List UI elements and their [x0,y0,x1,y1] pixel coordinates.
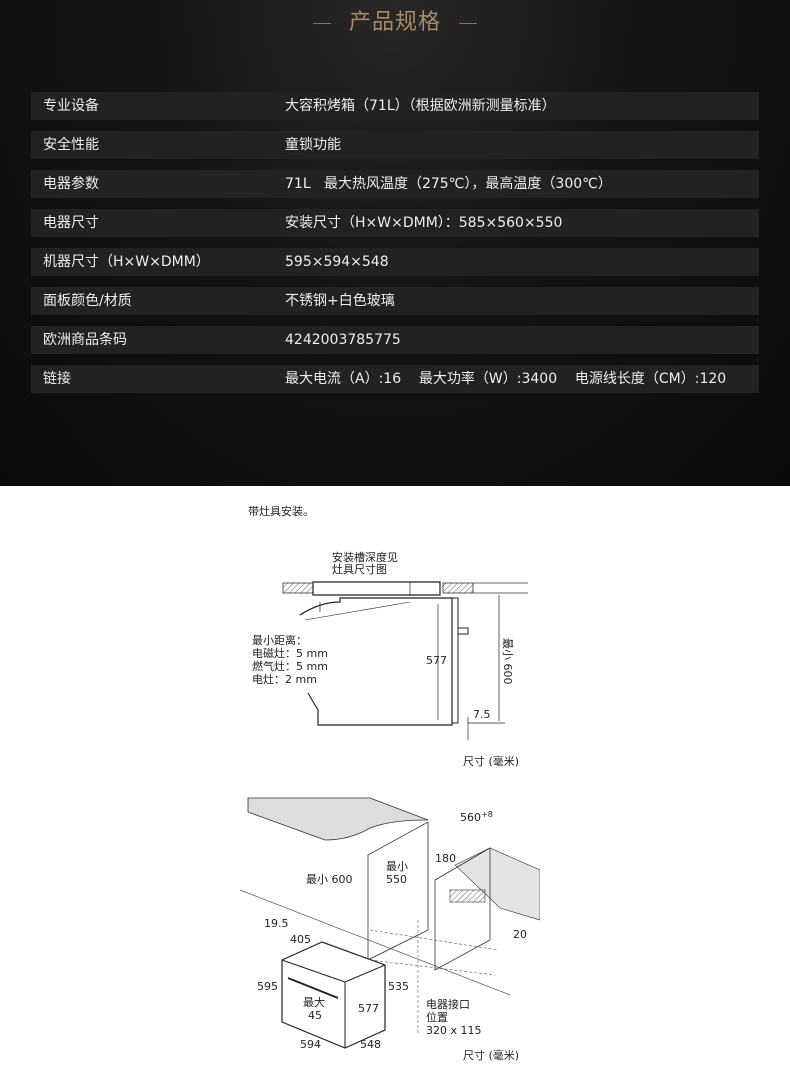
max-label: 最大 [303,995,325,1009]
dim-594: 594 [300,1038,321,1051]
spec-label: 电器尺寸 [43,215,99,231]
spec-row: 面板颜色/材质 不锈钢+白色玻璃 [31,287,759,315]
spec-section: 产品规格 专业设备大容积烤箱（71L）（根据欧洲新测量标准） 安全性能童锁功能 … [0,0,790,486]
section-title: 产品规格 [0,4,790,36]
spec-value: 最大电流（A）:16 最大功率（W）:3400 电源线长度（CM）:120 [285,371,727,387]
min-label: 最小 [386,860,408,873]
min-distance-title: 最小距离： [252,633,307,647]
groove-note: 灶具尺寸图 [332,562,387,576]
spec-row: 电器尺寸 安装尺寸（H×W×DMM）：585×560×550 [31,209,759,237]
dim-550: 550 [386,873,407,886]
spec-value: 595×594×548 [285,254,389,270]
connection-size: 320 x 115 [426,1024,482,1037]
dim-20: 20 [513,928,527,941]
spec-value: 大容积烤箱（71L）（根据欧洲新测量标准） [285,98,556,114]
connection-label: 电器接口 [426,998,470,1011]
spec-row: 电器参数 71L 最大热风温度（275℃），最高温度（300℃） [31,170,759,198]
dim-min-600: 最小 600 [306,873,353,886]
groove-note: 安装槽深度见 [332,550,398,564]
dim-595: 595 [257,980,278,993]
dim-548: 548 [360,1038,381,1051]
spec-row: 专业设备 大容积烤箱（71L）（根据欧洲新测量标准） [31,92,759,120]
dim-405: 405 [290,933,311,946]
dim-535: 535 [388,980,409,993]
hob-install-diagram: 安装槽深度见 灶具尺寸图 最小距离： 电磁灶：5 mm 燃气灶：5 mm 电灶：… [252,550,528,768]
spec-value: 童锁功能 [285,137,341,153]
dim-180: 180 [435,852,456,865]
diagram-caption: 带灶具安装。 [248,505,314,518]
connection-label: 位置 [426,1010,448,1024]
spec-label: 链接 [43,371,71,387]
dim-7-5: 7.5 [473,708,491,721]
spec-label: 面板颜色/材质 [43,293,132,309]
spec-row: 安全性能 童锁功能 [31,131,759,159]
spec-value: 71L 最大热风温度（275℃），最高温度（300℃） [285,176,612,192]
spec-value: 安装尺寸（H×W×DMM）：585×560×550 [285,215,563,231]
spec-row: 欧洲商品条码 4242003785775 [31,326,759,354]
electric-distance: 电灶：2 mm [252,673,317,686]
spec-value: 不锈钢+白色玻璃 [285,293,395,309]
dim-45: 45 [308,1009,322,1022]
title-text: 产品规格 [348,10,441,35]
spec-value: 4242003785775 [285,332,401,348]
induction-distance: 电磁灶：5 mm [252,647,328,660]
spec-label: 电器参数 [43,176,99,192]
cabinet-install-diagram: 560+8 最小 600 最小 550 180 20 19.5 405 595 … [240,797,540,1062]
spec-row: 链接 最大电流（A）:16 最大功率（W）:3400 电源线长度（CM）:120 [31,365,759,393]
spec-label: 欧洲商品条码 [43,332,127,348]
dim-577: 577 [358,1002,379,1015]
spec-label: 机器尺寸（H×W×DMM） [43,254,210,270]
dim-min-600: 最小 600 [501,638,514,685]
dim-560: 560+8 [460,810,493,824]
spec-row: 机器尺寸（H×W×DMM） 595×594×548 [31,248,759,276]
unit-label: 尺寸 (毫米) [463,754,519,768]
spec-label: 安全性能 [43,137,99,153]
dim-19-5: 19.5 [264,917,289,930]
gas-distance: 燃气灶：5 mm [252,659,328,673]
spec-label: 专业设备 [43,98,99,114]
dim-577: 577 [426,654,447,667]
unit-label: 尺寸 (毫米) [463,1048,519,1062]
